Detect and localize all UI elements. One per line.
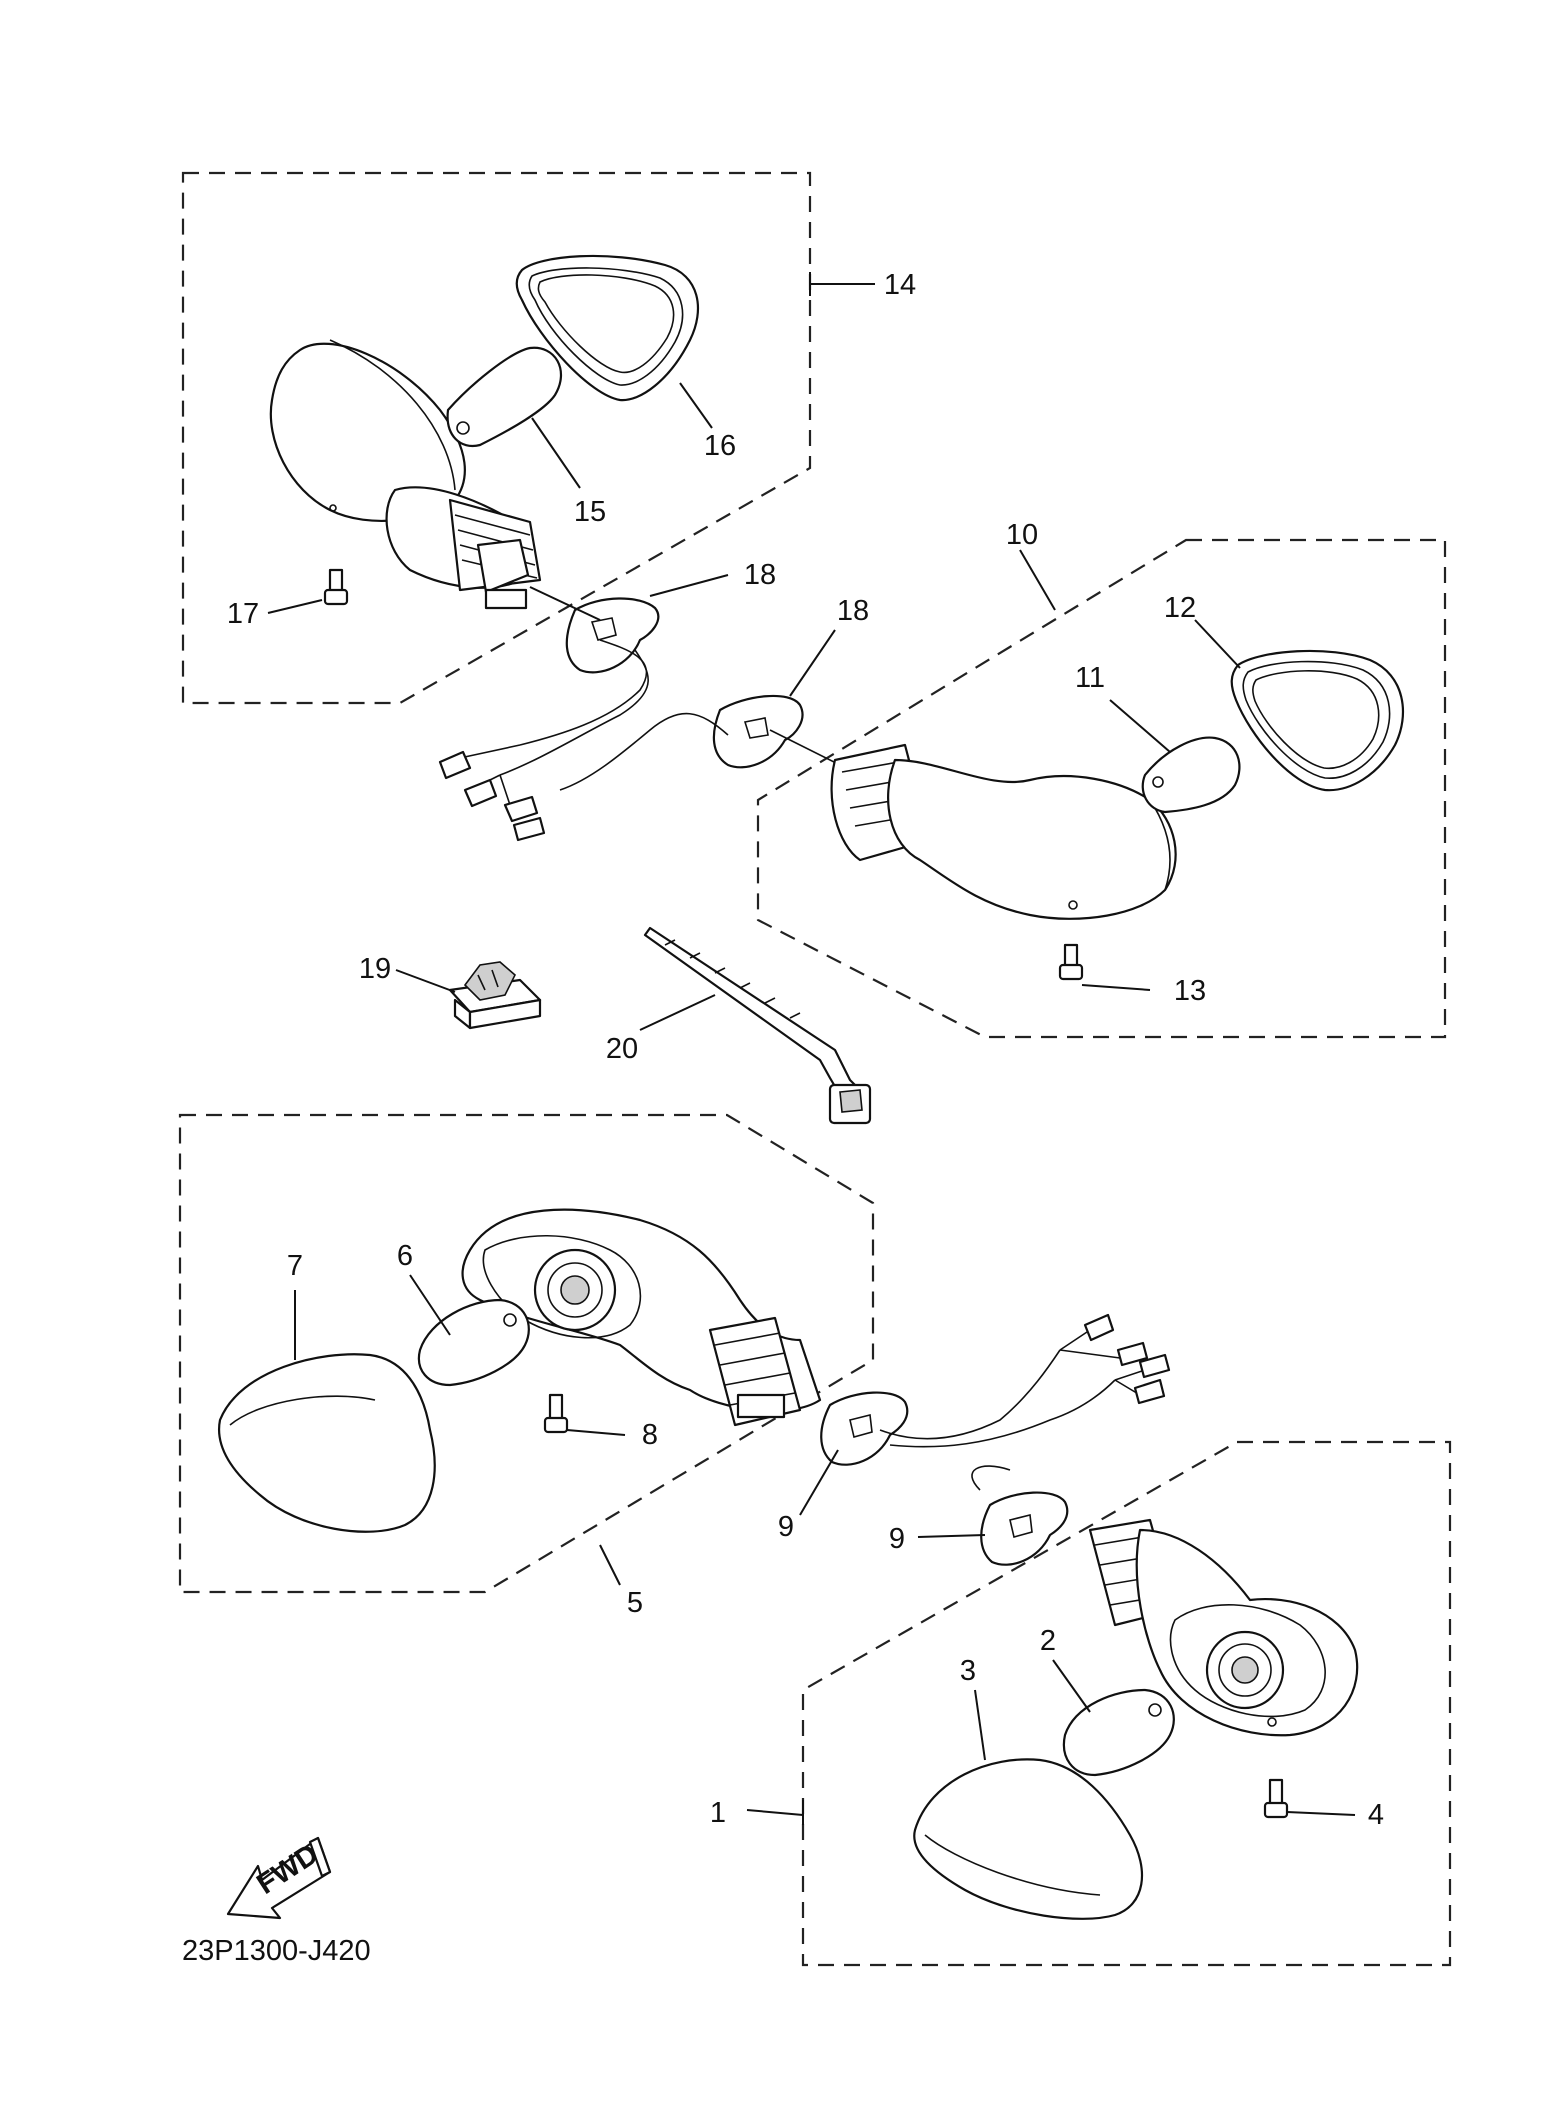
assembly-group-10	[756, 538, 1447, 1039]
callout-14: 14	[884, 269, 916, 301]
grommet-18a	[529, 574, 729, 674]
screw-4	[1263, 1778, 1356, 1819]
turn-signal-light-5	[461, 1208, 822, 1427]
callout-4: 4	[1368, 1799, 1384, 1831]
lens-3	[913, 1689, 1144, 1920]
assembly-group-5	[178, 1113, 875, 1594]
screw-8	[543, 1393, 626, 1436]
assembly-group-1	[746, 1440, 1452, 1967]
grommet-18b	[712, 629, 836, 769]
callout-6: 6	[397, 1240, 413, 1272]
lens-7	[217, 1290, 436, 1533]
grommet-9a	[799, 1391, 909, 1516]
wire-harness-mid	[559, 712, 851, 791]
callout-9b: 9	[889, 1523, 905, 1555]
clamp-19	[395, 961, 542, 1030]
callout-20: 20	[606, 1033, 638, 1065]
wire-harness-bottom	[879, 1313, 1171, 1448]
screw-13	[1058, 943, 1151, 991]
forward-arrow-icon: FWD	[226, 1836, 332, 1920]
lens-16	[515, 254, 713, 429]
callout-18b: 18	[837, 595, 869, 627]
callout-10: 10	[1006, 519, 1038, 551]
wire-harness-top	[438, 639, 649, 842]
callout-3: 3	[960, 1655, 976, 1687]
bulb-2	[1052, 1659, 1175, 1777]
callout-2: 2	[1040, 1625, 1056, 1657]
callout-17: 17	[227, 598, 259, 630]
callout-5: 5	[627, 1587, 643, 1619]
turn-signal-light-14	[269, 339, 542, 610]
callout-9a: 9	[778, 1511, 794, 1543]
callout-18a: 18	[744, 559, 776, 591]
callout-12: 12	[1164, 592, 1196, 624]
diagram-code: 23P1300-J420	[182, 1935, 371, 1967]
turn-signal-light-1	[1088, 1518, 1359, 1737]
callout-11: 11	[1075, 662, 1105, 694]
lens-12	[1194, 619, 1405, 792]
callout-16: 16	[704, 430, 736, 462]
callout-7: 7	[287, 1250, 303, 1282]
callout-8: 8	[642, 1419, 658, 1451]
callout-13: 13	[1174, 975, 1206, 1007]
grommet-9b	[917, 1465, 1069, 1566]
callout-1: 1	[710, 1797, 726, 1829]
assembly-group-14	[181, 171, 875, 705]
bulb-6	[409, 1274, 530, 1387]
screw-17	[267, 568, 349, 614]
bulb-15	[446, 346, 581, 489]
turn-signal-light-10	[830, 743, 1177, 920]
callout-19: 19	[359, 953, 391, 985]
callout-15: 15	[574, 496, 606, 528]
bulb-11	[1109, 699, 1241, 814]
cable-tie-20	[639, 926, 872, 1125]
